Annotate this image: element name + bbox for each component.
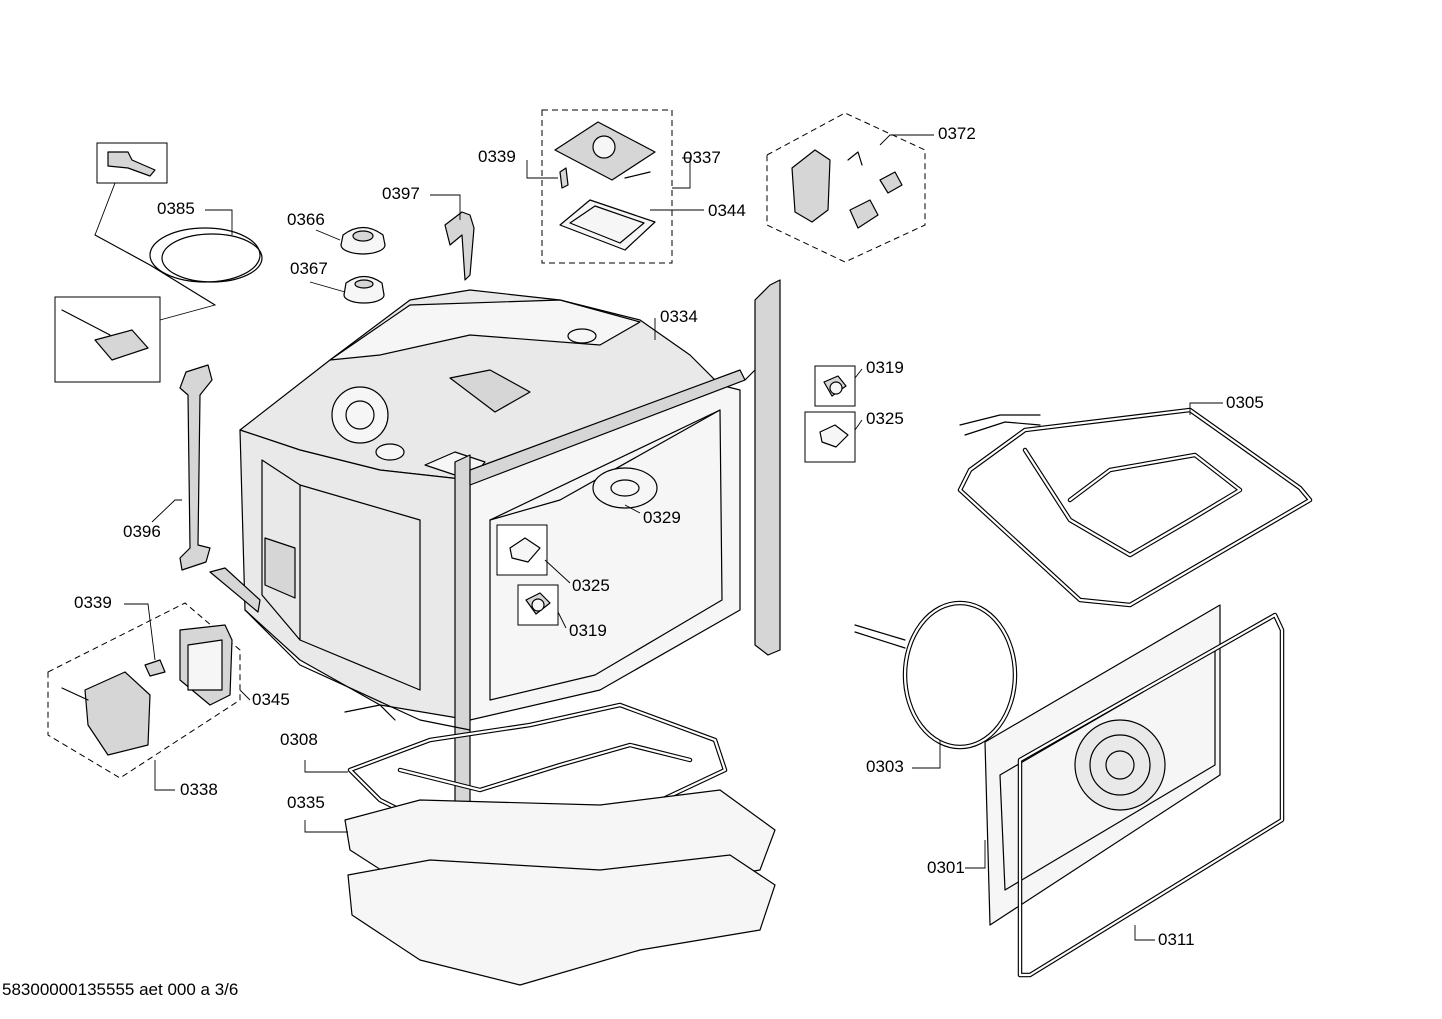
ring-element-0303[interactable]: [854, 600, 1018, 750]
lamp-group-0337[interactable]: [541, 109, 673, 264]
label-0367[interactable]: 0367: [290, 259, 328, 278]
label-0397[interactable]: 0397: [382, 184, 420, 203]
cap-0366[interactable]: [340, 226, 386, 255]
label-0319-right[interactable]: 0319: [866, 358, 904, 377]
label-0308[interactable]: 0308: [280, 730, 318, 749]
insulation-0335[interactable]: [344, 789, 776, 986]
oven-cavity-0334[interactable]: [209, 279, 781, 829]
label-0366[interactable]: 0366: [287, 210, 325, 229]
switch-group-0372[interactable]: [766, 112, 926, 263]
label-0325-right[interactable]: 0325: [866, 409, 904, 428]
document-id-footer: 58300000135555 aet 000 a 3/6: [2, 980, 239, 999]
label-0396[interactable]: 0396: [123, 522, 161, 541]
label-0339-top[interactable]: 0339: [478, 147, 516, 166]
glass-0325-left[interactable]: [496, 524, 548, 576]
label-0325-left[interactable]: 0325: [572, 576, 610, 595]
leader-lines: [124, 134, 1223, 941]
label-0329[interactable]: 0329: [643, 508, 681, 527]
back-panel-0301[interactable]: [984, 604, 1221, 926]
label-0385[interactable]: 0385: [157, 199, 195, 218]
bracket-0397[interactable]: [444, 211, 475, 281]
label-0337[interactable]: 0337: [683, 148, 721, 167]
label-0334[interactable]: 0334: [660, 307, 698, 326]
label-0305[interactable]: 0305: [1226, 393, 1264, 412]
grill-element-0305[interactable]: [957, 407, 1313, 608]
lamp-cover-0319-left[interactable]: [517, 584, 559, 626]
label-0344[interactable]: 0344: [708, 201, 746, 220]
glass-0325-right[interactable]: [804, 411, 856, 463]
cap-0367[interactable]: [343, 275, 385, 304]
label-0339-left[interactable]: 0339: [74, 593, 112, 612]
lamp-cover-0319-right[interactable]: [814, 365, 856, 407]
label-0301[interactable]: 0301: [927, 858, 965, 877]
bracket-0396[interactable]: [179, 364, 213, 571]
label-0335[interactable]: 0335: [287, 793, 325, 812]
label-0319-left[interactable]: 0319: [569, 621, 607, 640]
label-0345[interactable]: 0345: [252, 690, 290, 709]
thermostat-group-0338[interactable]: [47, 602, 241, 779]
door-seal-0311[interactable]: [1017, 612, 1285, 978]
label-0303[interactable]: 0303: [866, 757, 904, 776]
label-0338[interactable]: 0338: [180, 780, 218, 799]
part-labels: 0385 0366 0367 0397 0339 0337 0344 0372 …: [74, 124, 1264, 949]
label-0311[interactable]: 0311: [1158, 930, 1195, 949]
label-0372[interactable]: 0372: [938, 124, 976, 143]
cable-0385[interactable]: [54, 142, 263, 383]
